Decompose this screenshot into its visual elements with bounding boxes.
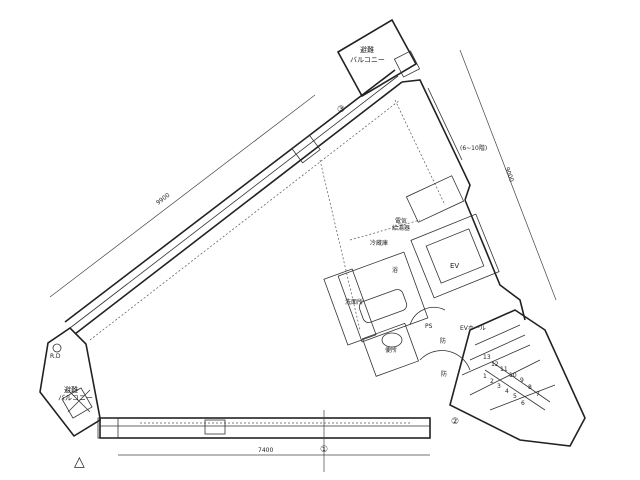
dimension-right: 9000 [503,166,515,183]
fridge-label: 冷蔵庫 [370,239,388,247]
step-7: 7 [536,391,540,398]
north-mark: △ [74,454,85,470]
floors-note: (6~10階) [460,144,487,152]
axis-marker-3: ③ [337,105,345,115]
step-3: 3 [497,383,501,390]
axis-marker-2: ② [451,417,459,427]
axis-marker-1: ① [320,445,328,455]
stair [449,309,586,447]
top-balcony [336,18,421,98]
step-11: 11 [500,366,508,373]
step-8: 8 [528,384,532,391]
bottom-wall [99,417,431,439]
right-wall [394,79,526,321]
step-12: 12 [491,361,499,368]
step-10: 10 [509,372,517,379]
ev-hall-label: EVホール [460,325,486,332]
step-6: 6 [521,400,525,407]
dimension-lines [49,49,557,472]
balcony-left-label-1: 避難 [64,385,78,394]
balcony-left-label-2: バルコニー [58,394,93,402]
water-heater-label-2: 給湯器 [392,224,410,232]
dimension-bottom: 7400 [258,447,273,454]
washroom-label: 洗面所 [345,298,363,306]
stair-step-numbers: 1 2 3 4 5 6 7 8 9 10 11 12 13 [483,354,540,407]
step-2: 2 [490,378,494,385]
balcony-top-label-1: 避難 [360,45,374,54]
step-4: 4 [505,388,509,395]
toilet-label: 便所 [385,346,397,354]
water-heater-label-1: 電気 [395,217,407,225]
core-rooms [319,159,500,377]
left-balcony [39,326,119,439]
step-1: 1 [483,373,487,380]
bath-label: 浴 [392,266,398,274]
fire-door-label-1: 防 [440,337,446,345]
diagonal-wall [64,69,403,341]
ev-label: EV [450,262,459,270]
balcony-top-label-2: バルコニー [350,56,385,64]
step-9: 9 [520,377,524,384]
dimension-diagonal: 9900 [155,192,172,207]
fire-door-label-2: 防 [441,370,447,378]
step-5: 5 [513,393,517,400]
rd-label: R.D [50,353,61,360]
step-13: 13 [483,354,491,361]
ps-label: PS [425,323,433,330]
